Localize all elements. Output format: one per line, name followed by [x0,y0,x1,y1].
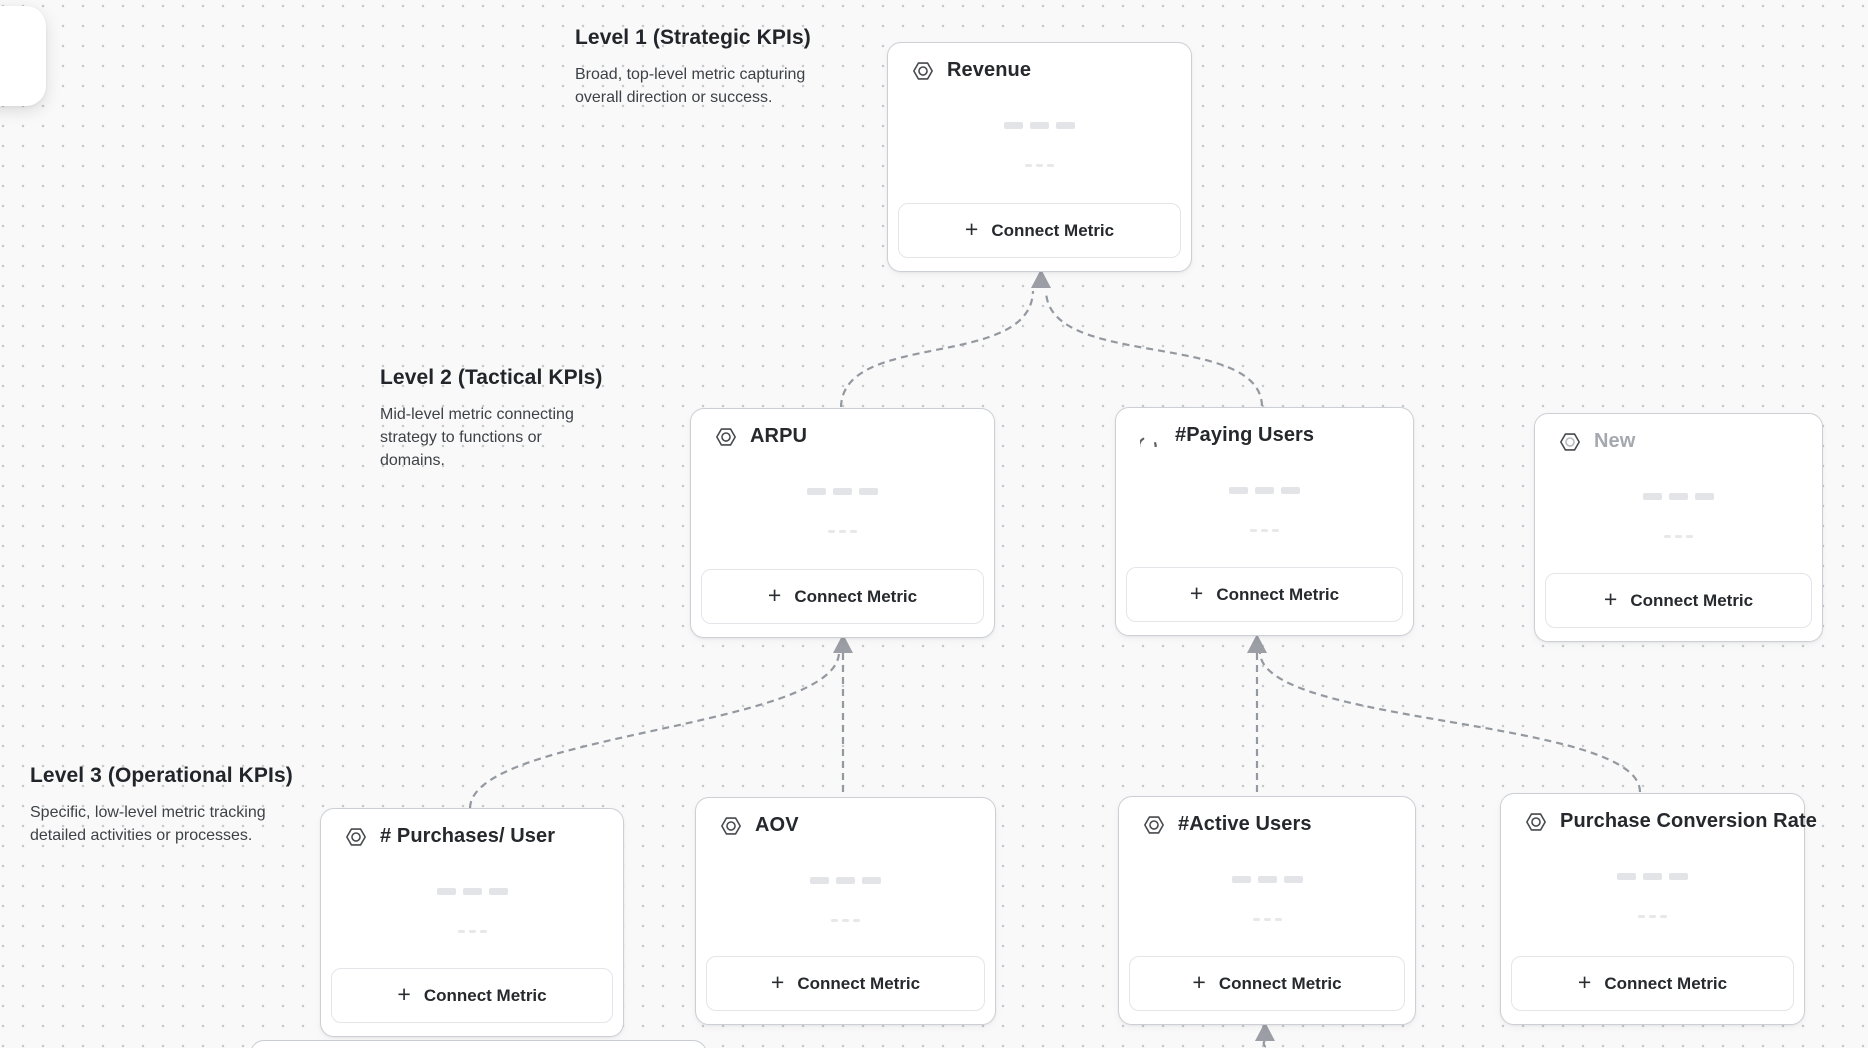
chart-skeleton-small [1535,535,1822,538]
connect-metric-label: Connect Metric [1218,973,1342,993]
chart-skeleton [888,122,1191,129]
metric-card-purchase-conversion-rate[interactable]: Purchase Conversion Rate + Connect Metri… [1500,793,1817,1025]
metric-card-title: #Paying Users [1175,424,1315,446]
level-2-title: Level 2 (Tactical KPIs) [380,366,603,389]
chart-skeleton-small [1116,529,1413,532]
chart-skeleton [1116,487,1413,494]
connector-pcr-to-paying [1258,652,1642,793]
metric-card-title: Revenue [947,59,1032,81]
connect-metric-button[interactable]: + Connect Metric [331,968,613,1023]
card-header: #Active Users [1143,813,1312,836]
metric-card-title: ARPU [750,425,808,447]
target-hex-icon [1560,432,1580,451]
card-header: New [1559,430,1635,453]
level-2-description: Mid-level metric connecting strategy to … [380,406,574,469]
connect-metric-button[interactable]: + Connect Metric [706,956,985,1011]
card-header: ARPU [715,425,807,448]
chart-skeleton-small [1501,915,1804,918]
plus-icon: + [1192,969,1206,995]
connect-metric-button[interactable]: + Connect Metric [1545,573,1812,628]
metric-card-aov[interactable]: AOV + Connect Metric [695,797,996,1025]
level-1-title: Level 1 (Strategic KPIs) [575,26,811,49]
metric-card-new[interactable]: New + Connect Metric [1534,413,1823,642]
chart-skeleton-small [888,164,1191,167]
chart-skeleton [691,488,994,495]
chart-skeleton-small [1119,918,1415,921]
chart-skeleton-small [691,530,994,533]
metric-card-title: #Active Users [1178,813,1312,835]
target-hex-icon [1526,812,1546,831]
level-3-title: Level 3 (Operational KPIs) [30,764,293,787]
connect-metric-button[interactable]: + Connect Metric [701,569,984,624]
plus-icon: + [770,969,785,995]
connector-offscreen-to-active [1262,1040,1266,1048]
connector-paying-to-revenue [1044,290,1264,407]
chart-skeleton [696,877,995,884]
connect-metric-button[interactable]: + Connect Metric [1511,956,1794,1011]
level-1-description: Broad, top-level metric capturing overal… [575,66,806,106]
chart-skeleton [1119,876,1415,883]
card-header: #Paying Users [1140,424,1314,447]
metric-card-partial-bottom[interactable] [250,1040,707,1048]
chart-skeleton-small [321,930,623,933]
chart-skeleton [1501,873,1804,880]
connect-metric-label: Connect Metric [1216,584,1340,604]
connector-purchases-to-arpu [468,652,841,809]
connect-metric-label: Connect Metric [1604,973,1728,993]
target-hex-icon [716,427,736,446]
level-3-label: Level 3 (Operational KPIs) Specific, low… [30,764,293,847]
target-hex-icon [1144,815,1164,834]
spinner-icon [1140,437,1157,447]
plus-icon: + [964,216,979,242]
level-1-label: Level 1 (Strategic KPIs) Broad, top-leve… [575,26,823,109]
chart-skeleton-small [696,919,995,922]
connect-metric-label: Connect Metric [1630,590,1754,610]
metric-card-arpu[interactable]: ARPU + Connect Metric [690,408,995,638]
metric-card-revenue[interactable]: Revenue + Connect Metric [887,42,1192,272]
card-header: # Purchases/ User [345,825,555,848]
connect-metric-button[interactable]: + Connect Metric [1129,956,1405,1011]
chart-skeleton [321,888,623,895]
level-2-label: Level 2 (Tactical KPIs) Mid-level metric… [380,366,603,472]
metric-card-title: # Purchases/ User [380,825,556,847]
plus-icon: + [397,981,411,1007]
metric-card-purchases-per-user[interactable]: # Purchases/ User + Connect Metric [320,808,624,1037]
arrowhead-paying-users [1247,634,1267,653]
card-header: Purchase Conversion Rate [1525,810,1817,833]
metric-card-paying-users[interactable]: #Paying Users + Connect Metric [1115,407,1414,636]
chart-skeleton [1535,493,1822,500]
level-3-description: Specific, low-level metric tracking deta… [30,804,266,844]
plus-icon: + [1603,586,1618,612]
connector-arpu-to-revenue [839,290,1035,408]
floating-tool-button[interactable] [0,6,46,106]
connect-metric-label: Connect Metric [991,220,1115,240]
target-hex-icon [346,827,366,846]
card-header: Revenue [912,59,1031,82]
card-header: AOV [720,814,799,837]
connect-metric-button[interactable]: + Connect Metric [1126,567,1403,622]
target-hex-icon [721,816,741,835]
connect-metric-label: Connect Metric [423,985,547,1005]
connect-metric-label: Connect Metric [797,973,921,993]
plus-icon: + [1577,969,1592,995]
plus-icon: + [767,582,782,608]
plus-icon: + [1189,580,1204,606]
metric-card-active-users[interactable]: #Active Users + Connect Metric [1118,796,1416,1025]
metric-card-title: AOV [755,814,799,836]
target-hex-icon [913,61,933,80]
metric-card-title: Purchase Conversion Rate [1560,810,1817,832]
connect-metric-label: Connect Metric [794,586,918,606]
metric-card-title: New [1594,430,1636,452]
connect-metric-button[interactable]: + Connect Metric [898,203,1181,258]
